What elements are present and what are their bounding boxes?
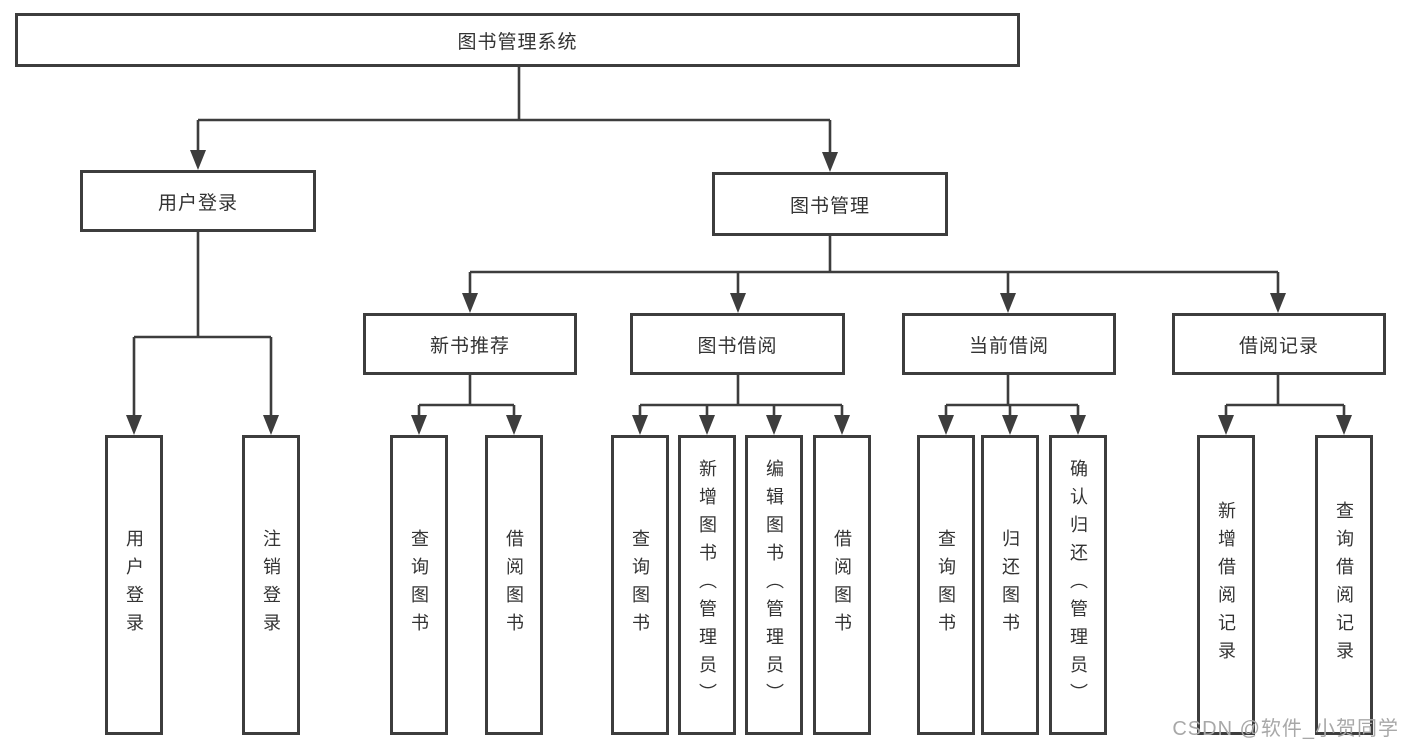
leaf-label: 确认归还（管理员） <box>1068 459 1088 711</box>
node-new-book-recommend: 新书推荐 <box>363 313 577 375</box>
leaf-label: 查询图书 <box>630 529 650 641</box>
leaf-label: 注销登录 <box>261 529 281 641</box>
leaf-edit-book-admin: 编辑图书（管理员） <box>745 435 803 735</box>
node-root: 图书管理系统 <box>15 13 1020 67</box>
leaf-label: 用户登录 <box>124 529 144 641</box>
node-borrow-records: 借阅记录 <box>1172 313 1386 375</box>
node-current-borrow: 当前借阅 <box>902 313 1116 375</box>
leaf-query-books-1: 查询图书 <box>390 435 448 735</box>
leaf-borrow-books-2: 借阅图书 <box>813 435 871 735</box>
node-book-management: 图书管理 <box>712 172 948 236</box>
node-user-login: 用户登录 <box>80 170 316 232</box>
leaf-label: 借阅图书 <box>832 529 852 641</box>
leaf-add-book-admin: 新增图书（管理员） <box>678 435 736 735</box>
leaf-query-books-2: 查询图书 <box>611 435 669 735</box>
leaf-label: 新增借阅记录 <box>1216 501 1236 669</box>
leaf-label: 借阅图书 <box>504 529 524 641</box>
leaf-label: 编辑图书（管理员） <box>764 459 784 711</box>
leaf-label: 归还图书 <box>1000 529 1020 641</box>
leaf-label: 查询图书 <box>936 529 956 641</box>
leaf-query-borrow-record: 查询借阅记录 <box>1315 435 1373 735</box>
leaf-label: 新增图书（管理员） <box>697 459 717 711</box>
leaf-borrow-books-1: 借阅图书 <box>485 435 543 735</box>
leaf-return-book: 归还图书 <box>981 435 1039 735</box>
leaf-query-books-3: 查询图书 <box>917 435 975 735</box>
leaf-user-login: 用户登录 <box>105 435 163 735</box>
arrowhead-icons <box>126 150 1352 435</box>
node-book-borrow: 图书借阅 <box>630 313 845 375</box>
leaf-label: 查询借阅记录 <box>1334 501 1354 669</box>
leaf-add-borrow-record: 新增借阅记录 <box>1197 435 1255 735</box>
leaf-logout: 注销登录 <box>242 435 300 735</box>
csdn-watermark: CSDN @软件_小贺同学 <box>1172 718 1399 740</box>
leaf-label: 查询图书 <box>409 529 429 641</box>
leaf-confirm-return-admin: 确认归还（管理员） <box>1049 435 1107 735</box>
